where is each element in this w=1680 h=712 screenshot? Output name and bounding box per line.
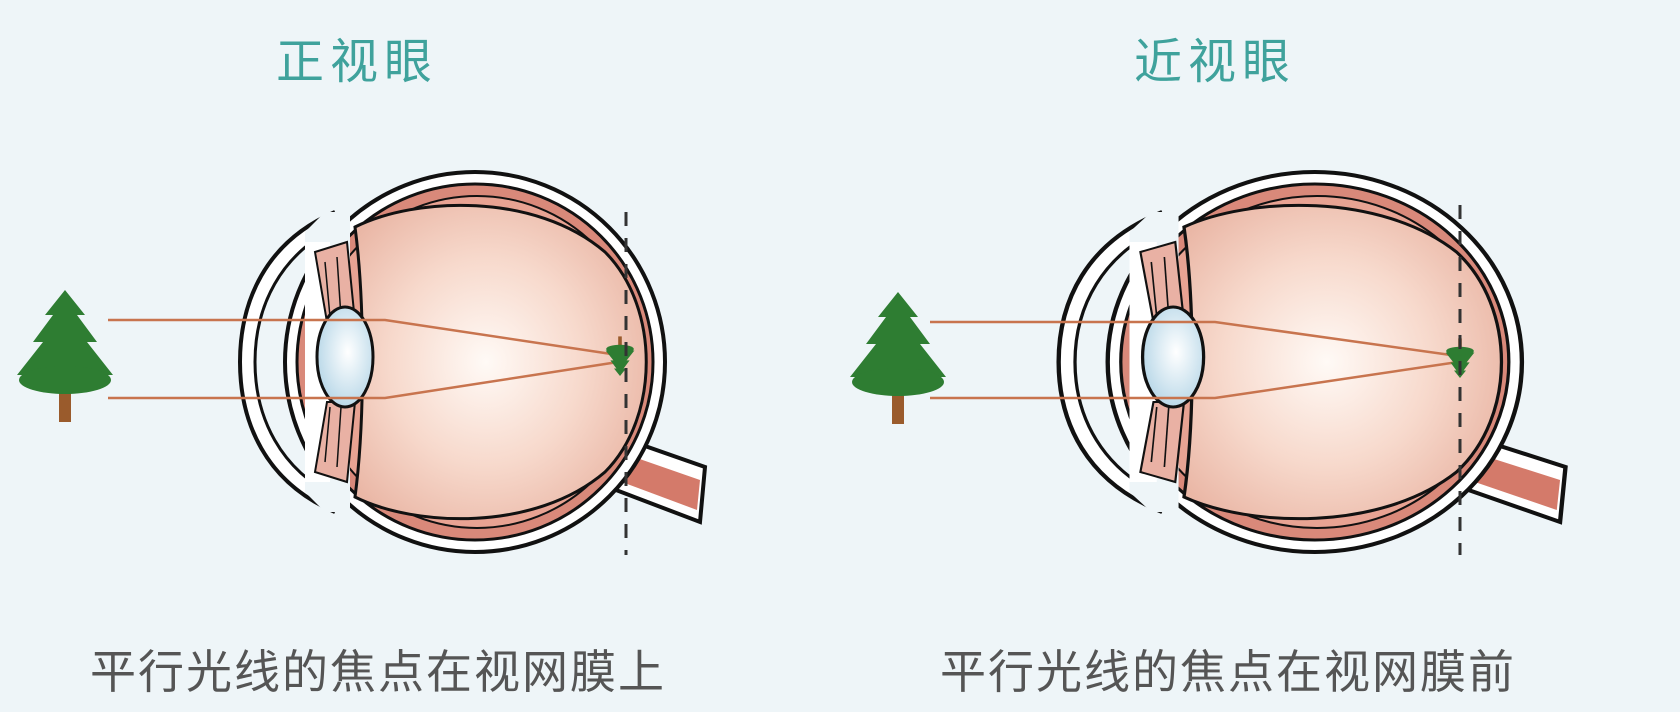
normal-eye-illustration — [17, 170, 707, 555]
light-rays — [108, 318, 619, 400]
eyeball-normal — [238, 170, 707, 554]
myopia-caption: 平行光线的焦点在视网膜前 — [940, 645, 1516, 699]
normal-eye-caption: 平行光线的焦点在视网膜上 — [90, 645, 666, 699]
tree-icon — [850, 292, 946, 424]
myopia-title: 近视眼 — [1133, 34, 1297, 90]
normal-eye-title: 正视眼 — [275, 34, 439, 90]
myopic-eye-illustration — [850, 172, 1566, 555]
light-rays — [930, 320, 1459, 400]
tree-icon — [17, 290, 113, 422]
eyeball-myopic — [1059, 172, 1566, 552]
